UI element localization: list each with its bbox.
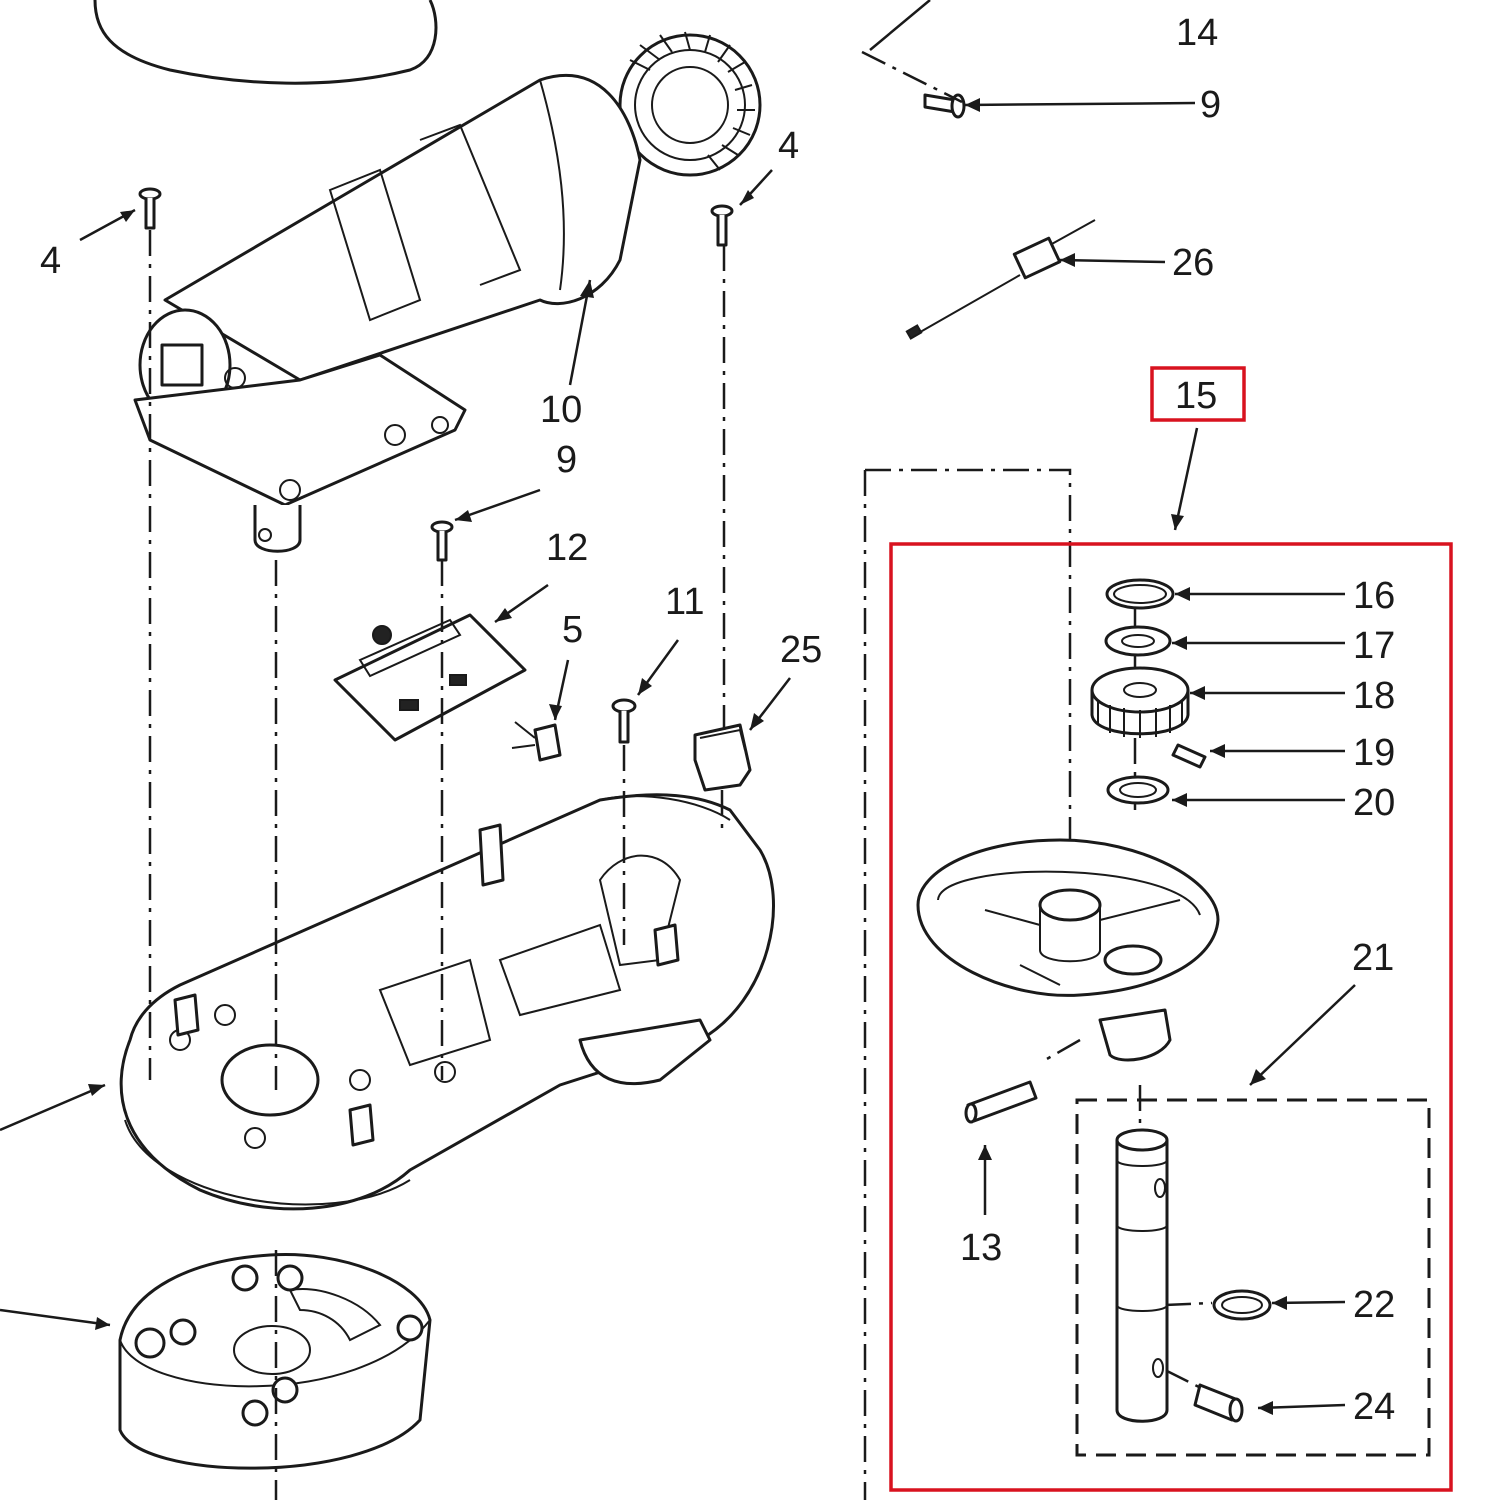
washer-20[interactable]	[1106, 775, 1170, 805]
callout-18: 18	[1353, 675, 1395, 717]
highlight-box-kit-15	[889, 542, 1453, 1492]
callout-14: 14	[1176, 12, 1218, 54]
callout-15: 15	[1175, 375, 1217, 417]
pin-19[interactable]	[1171, 743, 1207, 769]
fan-gear	[618, 31, 762, 177]
callout-11: 11	[665, 581, 704, 623]
screw-4-left[interactable]	[138, 187, 162, 230]
callout-22: 22	[1353, 1284, 1395, 1326]
callout-10: 10	[540, 389, 582, 431]
highlight-label-box-15	[1150, 366, 1246, 422]
retaining-ring-16[interactable]	[1105, 578, 1175, 610]
screw-9-mid[interactable]	[430, 520, 454, 562]
callout-26: 26	[1172, 242, 1214, 284]
callout-5: 5	[562, 609, 583, 651]
callout-9-top: 9	[1200, 84, 1221, 126]
switch-part[interactable]	[511, 721, 562, 762]
arrowheads	[88, 98, 1287, 1415]
gear-case[interactable]	[916, 838, 1220, 1062]
top-cover	[93, 0, 438, 85]
gear[interactable]	[1090, 666, 1190, 738]
callout-20: 20	[1353, 782, 1395, 824]
knob-part[interactable]	[693, 723, 752, 792]
control-board[interactable]	[333, 613, 527, 742]
pin-24[interactable]	[1193, 1383, 1244, 1423]
callout-9-mid: 9	[556, 439, 577, 481]
washer-17[interactable]	[1104, 625, 1172, 657]
callout-19: 19	[1353, 732, 1395, 774]
shaft[interactable]	[1115, 1128, 1169, 1423]
subassembly-box-21	[1075, 1098, 1431, 1457]
callout-24: 24	[1353, 1386, 1395, 1428]
screw-4-right[interactable]	[710, 204, 734, 247]
pin-13[interactable]	[964, 1080, 1038, 1124]
callout-17: 17	[1353, 625, 1395, 667]
retaining-ring-22[interactable]	[1212, 1289, 1272, 1321]
wire-connector[interactable]	[905, 219, 1096, 340]
screw-9-top[interactable]	[923, 93, 966, 119]
screw-11[interactable]	[611, 698, 637, 744]
callout-13: 13	[960, 1227, 1002, 1269]
callout-labels: 4 4 14 9 26 10 9 12 5 11 25 15 16 17 18 …	[40, 12, 1395, 1428]
callout-12: 12	[546, 527, 588, 569]
motor-assembly[interactable]	[133, 31, 762, 553]
callout-4-right: 4	[778, 125, 799, 167]
callout-16: 16	[1353, 575, 1395, 617]
callout-25: 25	[780, 629, 822, 671]
callout-4-left: 4	[40, 240, 61, 282]
gear-housing[interactable]	[119, 793, 775, 1211]
callout-21: 21	[1352, 937, 1394, 979]
